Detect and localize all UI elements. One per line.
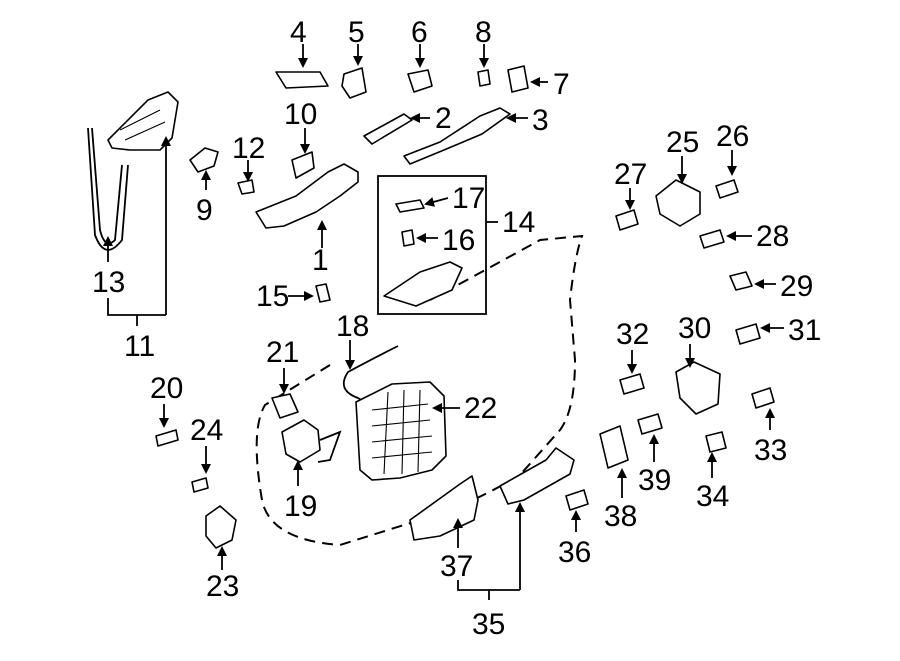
callout-14: 14 [502,206,535,239]
part-5-cap [341,67,367,99]
part-20-screw [155,429,179,447]
door-outline [255,234,584,547]
part-6-cap [407,69,433,93]
callout-38: 38 [604,500,637,533]
part-25-bracket [655,179,701,227]
callout-27: 27 [614,158,647,191]
callout-6: 6 [411,16,428,49]
callout-33: 33 [754,434,787,467]
part-30-bracket [675,361,721,415]
part-27-bolt [615,209,639,231]
part-3-seal [403,107,511,165]
callout-12: 12 [232,132,265,165]
part-32-bolt [619,373,645,395]
callout-2: 2 [435,102,452,135]
callout-16: 16 [442,224,475,257]
part-24-screw [191,477,209,493]
part-38-cover [599,425,629,469]
callout-35: 35 [472,608,505,641]
callout-21: 21 [266,336,299,369]
callout-11: 11 [124,330,155,363]
callout-18: 18 [336,310,369,343]
callout-3: 3 [532,104,549,137]
part-34-plug [705,431,727,453]
part-4-lock-cylinder [275,71,329,89]
callout-7: 7 [553,68,570,101]
latch-cable-assembly [87,91,179,251]
callout-24: 24 [190,414,223,447]
part-28-bolt [699,229,725,249]
callout-31: 31 [788,314,821,347]
part-39-bolt [637,413,663,435]
part-33-bolt [751,387,775,409]
callout-5: 5 [348,16,365,49]
part-2-rod [363,113,413,145]
callout-15: 15 [256,280,289,313]
part-37-check [409,475,479,541]
callout-8: 8 [475,16,492,49]
part-17-clip [395,199,425,213]
callout-25: 25 [666,126,699,159]
part-14-bracket [383,261,463,307]
callout-9: 9 [196,194,213,227]
callout-37: 37 [440,550,473,583]
part-15-screw [315,283,331,303]
part-7-cover [507,65,529,93]
part-26-bolt [715,179,739,199]
callout-4: 4 [290,16,307,49]
kit-box [377,175,487,315]
part-35-check-arm [499,447,575,505]
callout-29: 29 [780,270,813,303]
part-29-plug [729,271,753,291]
callout-17: 17 [452,182,485,215]
callout-13: 13 [92,266,125,299]
callout-10: 10 [284,98,317,131]
part-10-trim [291,151,315,179]
callout-30: 30 [678,312,711,345]
callout-26: 26 [716,120,749,153]
outside-door-handle [255,163,359,229]
part-9-clip [189,147,219,173]
part-8-pin [477,69,491,87]
part-23-bracket [205,505,237,549]
part-19-lock-actuator [281,419,321,463]
latch-housing [107,91,179,151]
callout-28: 28 [756,220,789,253]
part-31-bolt [735,323,761,345]
part-12-clip [237,179,255,195]
callout-22: 22 [464,392,497,425]
part-16-pin [401,229,415,247]
callout-19: 19 [284,490,317,523]
callout-23: 23 [206,570,239,603]
part-36-bolt [565,489,589,511]
part-22-regulator [355,381,447,481]
part-21-clip [271,393,299,419]
callout-20: 20 [150,372,183,405]
callout-34: 34 [696,480,729,513]
callout-1: 1 [312,244,329,277]
callout-36: 36 [558,536,591,569]
callout-39: 39 [638,464,671,497]
callout-32: 32 [616,318,649,351]
